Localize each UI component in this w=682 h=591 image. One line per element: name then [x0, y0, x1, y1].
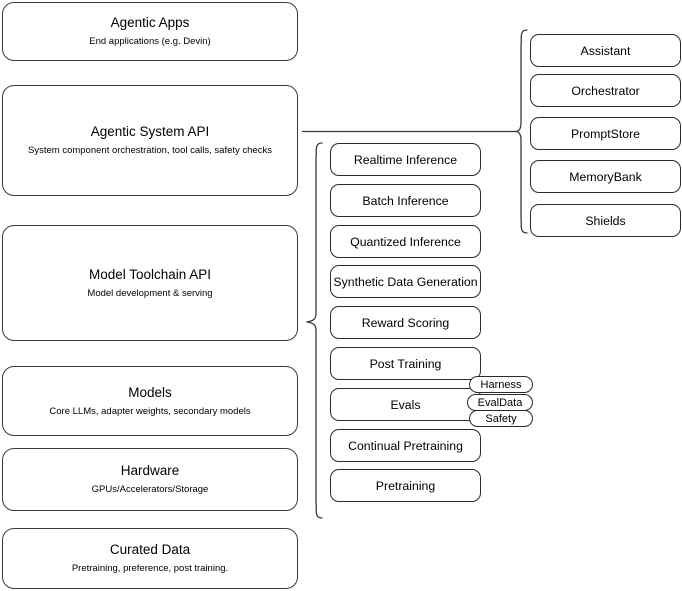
- pill-label: Post Training: [369, 356, 442, 371]
- pill-label: Assistant: [580, 43, 631, 58]
- brace-toolchain-components: [306, 142, 323, 519]
- eval-subcomponent-evaldata[interactable]: EvalData: [467, 394, 533, 411]
- pill-label: Synthetic Data Generation: [333, 274, 478, 289]
- pill-label: Realtime Inference: [353, 152, 458, 167]
- eval-subcomponent-harness[interactable]: Harness: [469, 376, 533, 393]
- layer-agentic-apps[interactable]: Agentic Apps End applications (e.g. Devi…: [2, 2, 298, 61]
- toolchain-item-quantized-inference[interactable]: Quantized Inference: [330, 225, 481, 258]
- layer-models[interactable]: Models Core LLMs, adapter weights, secon…: [2, 366, 298, 436]
- layer-model-toolchain-api[interactable]: Model Toolchain API Model development & …: [2, 225, 298, 341]
- layer-subtitle: End applications (e.g. Devin): [89, 36, 211, 47]
- layer-subtitle: Model development & serving: [87, 287, 213, 299]
- pill-label: PromptStore: [570, 126, 641, 141]
- system-component-orchestrator[interactable]: Orchestrator: [530, 74, 681, 107]
- system-component-shields[interactable]: Shields: [530, 204, 681, 237]
- layer-title: Agentic System API: [90, 124, 210, 139]
- toolchain-item-reward-scoring[interactable]: Reward Scoring: [330, 306, 481, 339]
- layer-agentic-system-api[interactable]: Agentic System API System component orch…: [2, 85, 298, 196]
- system-component-assistant[interactable]: Assistant: [530, 34, 681, 67]
- mini-pill-label: Safety: [485, 412, 517, 425]
- pill-label: Quantized Inference: [350, 234, 461, 249]
- pill-label: MemoryBank: [569, 169, 642, 184]
- system-component-promptstore[interactable]: PromptStore: [530, 117, 681, 150]
- toolchain-item-pretraining[interactable]: Pretraining: [330, 469, 481, 502]
- layer-subtitle: Pretraining, preference, post training.: [71, 563, 229, 574]
- mini-pill-label: Harness: [480, 378, 522, 391]
- toolchain-item-evals[interactable]: Evals: [330, 388, 481, 421]
- toolchain-item-batch-inference[interactable]: Batch Inference: [330, 184, 481, 217]
- layer-title: Agentic Apps: [110, 15, 190, 30]
- mini-pill-label: EvalData: [477, 396, 523, 409]
- toolchain-item-synthetic-data-generation[interactable]: Synthetic Data Generation: [330, 265, 481, 298]
- pill-label: Reward Scoring: [361, 315, 450, 330]
- layer-title: Model Toolchain API: [88, 266, 212, 282]
- layer-subtitle: GPUs/Accelerators/Storage: [91, 484, 209, 495]
- layer-subtitle: System component orchestration, tool cal…: [28, 145, 272, 156]
- pill-label: Pretraining: [375, 478, 436, 493]
- pill-label: Continual Pretraining: [348, 438, 463, 453]
- layer-hardware[interactable]: Hardware GPUs/Accelerators/Storage: [2, 448, 298, 511]
- layer-subtitle: Core LLMs, adapter weights, secondary mo…: [49, 405, 251, 417]
- layer-curated-data[interactable]: Curated Data Pretraining, preference, po…: [2, 528, 298, 589]
- pill-label: Shields: [585, 213, 626, 228]
- brace-system-components: [516, 29, 528, 234]
- toolchain-item-realtime-inference[interactable]: Realtime Inference: [330, 143, 481, 176]
- eval-subcomponent-safety[interactable]: Safety: [469, 410, 533, 427]
- layer-title: Hardware: [120, 463, 180, 478]
- toolchain-item-post-training[interactable]: Post Training: [330, 347, 481, 380]
- layer-title: Curated Data: [109, 542, 191, 557]
- pill-label: Batch Inference: [362, 193, 449, 208]
- toolchain-item-continual-pretraining[interactable]: Continual Pretraining: [330, 429, 481, 462]
- system-component-memorybank[interactable]: MemoryBank: [530, 160, 681, 193]
- pill-label: Orchestrator: [571, 83, 640, 98]
- pill-label: Evals: [390, 397, 421, 412]
- layer-title: Models: [128, 384, 172, 400]
